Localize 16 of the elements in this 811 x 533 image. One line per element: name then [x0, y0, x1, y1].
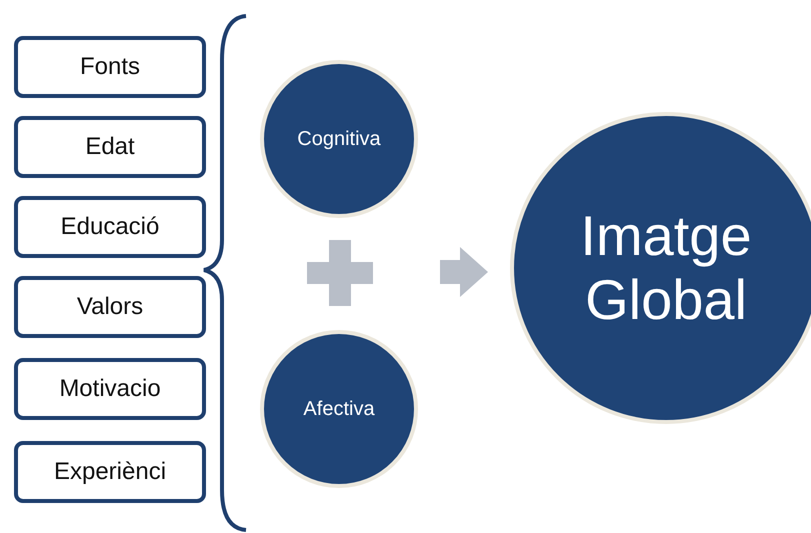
factor-box	[14, 441, 206, 503]
node-text: Experiènci	[54, 458, 166, 486]
node-text: Educació	[60, 213, 160, 241]
block-arrow	[440, 247, 488, 297]
node-text: Imatge Global	[579, 204, 753, 332]
node-text: Valors	[76, 293, 144, 321]
factor-box	[14, 358, 206, 420]
factor-box	[14, 276, 206, 338]
node-text: Cognitiva	[297, 128, 381, 150]
node-text: Edat	[85, 133, 135, 161]
factor-box	[14, 196, 206, 258]
node-text: Afectiva	[303, 398, 375, 420]
node-text: Fonts	[80, 53, 140, 81]
factor-box	[14, 36, 206, 98]
node-text: Motivacio	[59, 375, 161, 403]
factor-box	[14, 116, 206, 178]
